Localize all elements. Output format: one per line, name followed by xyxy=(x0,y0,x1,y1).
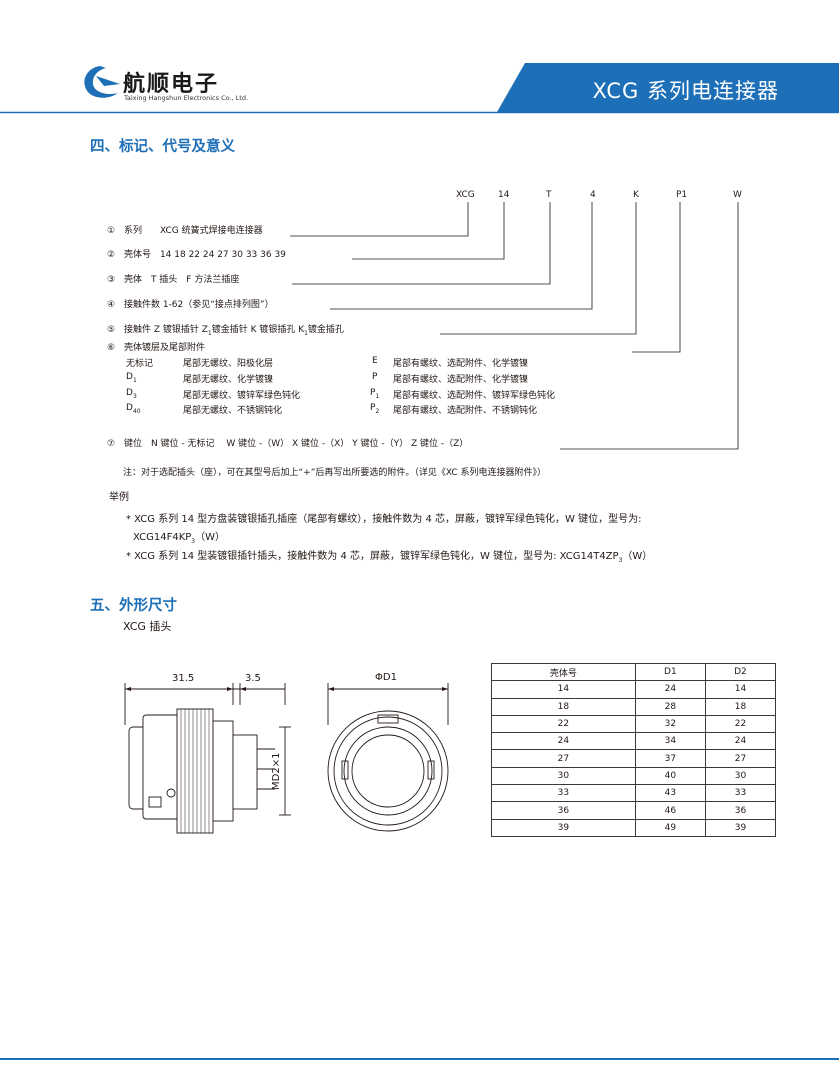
item-5: ⑤ 接触件 Z 镀银插针 Z1镀金插针 K 镀银插孔 K1镀金插孔 xyxy=(107,325,344,337)
section5-title: 五、外形尺寸 xyxy=(90,598,177,614)
code-part-shell: 14 xyxy=(498,190,510,200)
table-header-row: 壳体号 D1 D2 xyxy=(491,662,777,682)
plating-desc: 尾部无螺纹、不锈钢钝化 xyxy=(183,406,283,416)
dim-flange-label: 3.5 xyxy=(245,673,261,684)
header-graphics xyxy=(0,63,839,114)
table-header-cell: 壳体号 xyxy=(491,662,636,682)
series-banner xyxy=(497,63,839,112)
item-7: ⑦ 键位 N 键位 - 无标记 W 键位 -（W） X 键位 -（X） Y 键位… xyxy=(107,439,469,449)
section5-subtitle: XCG 插头 xyxy=(123,620,172,633)
plating-desc: 尾部无螺纹、阳极化层 xyxy=(183,359,274,369)
code-part-contact-type: K xyxy=(633,190,639,200)
dim-thread-label: MD2×1 xyxy=(271,752,282,790)
plating-code2: E xyxy=(372,356,378,366)
series-title: XCG 系列电连接器 xyxy=(592,79,779,103)
example-1-line2: XCG14F4KP3（W） xyxy=(133,532,225,545)
item-1: ① 系列 XCG 统簧式焊接电连接器 xyxy=(107,226,263,236)
plating-desc2: 尾部有螺纹、选配附件、镀锌军绿色钝化 xyxy=(393,391,556,401)
plating-code2: P xyxy=(372,372,378,382)
code-part-key: W xyxy=(733,190,742,200)
plating-desc2: 尾部有螺纹、选配附件、化学镀镍 xyxy=(393,375,529,385)
code-part-type: T xyxy=(546,190,552,200)
swoosh-logo-icon xyxy=(84,66,120,98)
footer-rule xyxy=(0,1058,839,1060)
plating-row: D1 xyxy=(126,372,137,384)
plating-code2: P2 xyxy=(370,403,380,415)
plating-row: 无标记 xyxy=(126,359,154,369)
plug-front-view-drawing xyxy=(327,683,449,832)
example-2: * XCG 系列 14 型装镀银插针插头，接触件数为 4 芯，屏蔽，镀锌军绿色钝… xyxy=(126,551,653,564)
plating-desc2: 尾部有螺纹、选配附件、不锈钢钝化 xyxy=(393,406,538,416)
dim-diameter-label: ΦD1 xyxy=(375,672,397,683)
plating-desc: 尾部无螺纹、镀锌军绿色钝化 xyxy=(183,391,301,401)
item-2: ② 壳体号 14 18 22 24 27 30 33 36 39 xyxy=(107,250,286,260)
example-title: 举例 xyxy=(109,492,129,503)
plating-desc2: 尾部有螺纹、选配附件、化学镀镍 xyxy=(393,359,529,369)
plating-code2: P1 xyxy=(370,388,380,400)
item-6: ⑥ 壳体镀层及尾部附件 xyxy=(107,343,205,353)
plating-desc: 尾部无螺纹、化学镀镍 xyxy=(183,375,274,385)
example-1-line1: * XCG 系列 14 型方盘装镀银插孔插座（尾部有螺纹），接触件数为 4 芯，… xyxy=(126,514,642,525)
callout-lines xyxy=(290,202,739,450)
table-header-cell: D2 xyxy=(704,662,777,682)
company-name: 航顺电子 xyxy=(123,72,220,97)
plating-row: D3 xyxy=(126,388,137,400)
item-4: ④ 接触件数 1-62（参见“接点排列图”） xyxy=(107,300,274,310)
table-header-cell: D1 xyxy=(634,662,706,682)
plating-row: D40 xyxy=(126,403,141,415)
code-part-contacts: 4 xyxy=(590,190,596,200)
item-3: ③ 壳体 T 插头 F 方法兰插座 xyxy=(107,275,240,285)
plug-side-view-drawing xyxy=(124,683,291,834)
code-part-series: XCG xyxy=(456,190,475,200)
code-part-plating: P1 xyxy=(676,190,688,200)
company-subtitle: Taixing Hangshun Electronics Co., Ltd. xyxy=(124,94,249,102)
section4-title: 四、标记、代号及意义 xyxy=(90,139,235,155)
dim-length-label: 31.5 xyxy=(172,673,195,684)
note-text: 注：对于选配插头（座），可在其型号后加上“+”后再写出所要选的附件。（详见《XC… xyxy=(123,468,547,478)
